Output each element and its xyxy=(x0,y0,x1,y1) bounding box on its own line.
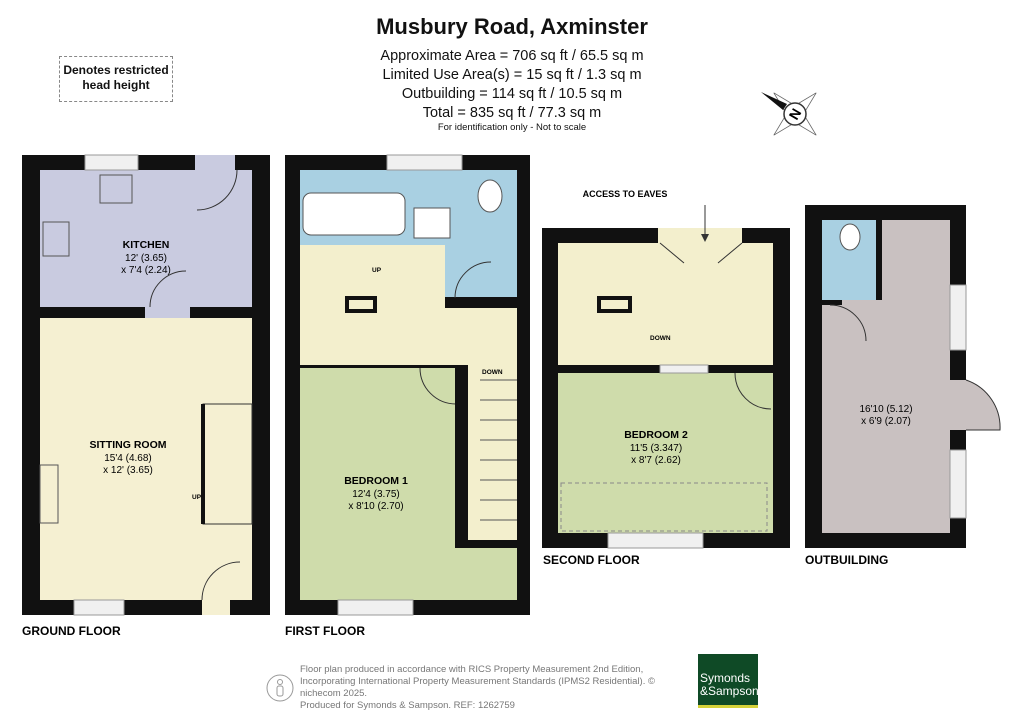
bedroom-2-name: BEDROOM 2 xyxy=(624,429,688,441)
second-floor: ACCESS TO EAVES DOWN BEDROOM 2 11'5 (3.3… xyxy=(542,189,790,567)
kitchen-dim: x 7'4 (2.24) xyxy=(121,265,171,276)
footer-line: Floor plan produced in accordance with R… xyxy=(300,664,644,675)
symonds-sampson-logo: Symonds &Sampson xyxy=(698,654,758,708)
restricted-height-legend: Denotes restricted head height xyxy=(59,56,173,102)
ground-floor: KITCHEN 12' (3.65) x 7'4 (2.24) SITTING … xyxy=(22,154,270,638)
kitchen-dim: 12' (3.65) xyxy=(125,253,167,264)
logo-line: &Sampson xyxy=(700,684,758,698)
bedroom-1-dim: 12'4 (3.75) xyxy=(352,489,400,500)
first-floor: UP DOWN BEDROOM 1 12'4 (3.75) x 8'10 (2.… xyxy=(285,154,530,638)
approximate-area: Approximate Area = 706 sq ft / 65.5 sq m xyxy=(380,48,644,64)
bedroom-1 xyxy=(300,368,455,600)
page-title: Musbury Road, Axminster xyxy=(376,14,648,39)
first-floor-label: FIRST FLOOR xyxy=(285,624,365,638)
sitting-room xyxy=(40,318,252,600)
eaves-label: ACCESS TO EAVES xyxy=(583,189,668,199)
sitting-room-dim: x 12' (3.65) xyxy=(103,465,153,476)
kitchen-name: KITCHEN xyxy=(123,239,170,251)
total-area: Total = 835 sq ft / 77.3 sq m xyxy=(422,105,602,121)
person-icon xyxy=(266,674,294,702)
stairs-down-label: DOWN xyxy=(482,369,503,376)
logo-line: Symonds xyxy=(700,671,751,685)
sitting-room-name: SITTING ROOM xyxy=(90,439,167,451)
bedroom-2-dim: 11'5 (3.347) xyxy=(630,443,682,454)
stairs-up-label: UP xyxy=(192,494,202,501)
limited-use-area: Limited Use Area(s) = 15 sq ft / 1.3 sq … xyxy=(382,67,642,83)
stairs-up-label: UP xyxy=(372,267,382,274)
second-floor-label: SECOND FLOOR xyxy=(543,553,640,567)
outbuilding: 16'10 (5.12) x 6'9 (2.07) OUTBUILDING xyxy=(805,205,1001,567)
stairs-down-label: DOWN xyxy=(650,335,671,342)
outbuilding-dim: 16'10 (5.12) xyxy=(859,404,912,415)
bedroom-1-name: BEDROOM 1 xyxy=(344,475,408,487)
kitchen-room xyxy=(40,170,252,307)
outbuilding-dim: x 6'9 (2.07) xyxy=(861,416,911,427)
bedroom-2-dim: x 8'7 (2.62) xyxy=(631,455,681,466)
scale-note: For identification only - Not to scale xyxy=(437,122,587,133)
bedroom-2 xyxy=(558,373,773,533)
footer-line: Incorporating International Property Mea… xyxy=(300,676,655,699)
footer-disclaimer: Floor plan produced in accordance with R… xyxy=(300,664,685,712)
sitting-room-dim: 15'4 (4.68) xyxy=(104,453,152,464)
footer-line: Produced for Symonds & Sampson. REF: 126… xyxy=(300,700,515,711)
ground-floor-label: GROUND FLOOR xyxy=(22,624,121,638)
compass-icon: N xyxy=(761,92,817,136)
outbuilding-label: OUTBUILDING xyxy=(805,553,888,567)
outbuilding-area: Outbuilding = 114 sq ft / 10.5 sq m xyxy=(401,86,623,102)
landing-2 xyxy=(558,243,773,365)
bedroom-1-dim: x 8'10 (2.70) xyxy=(348,501,403,512)
